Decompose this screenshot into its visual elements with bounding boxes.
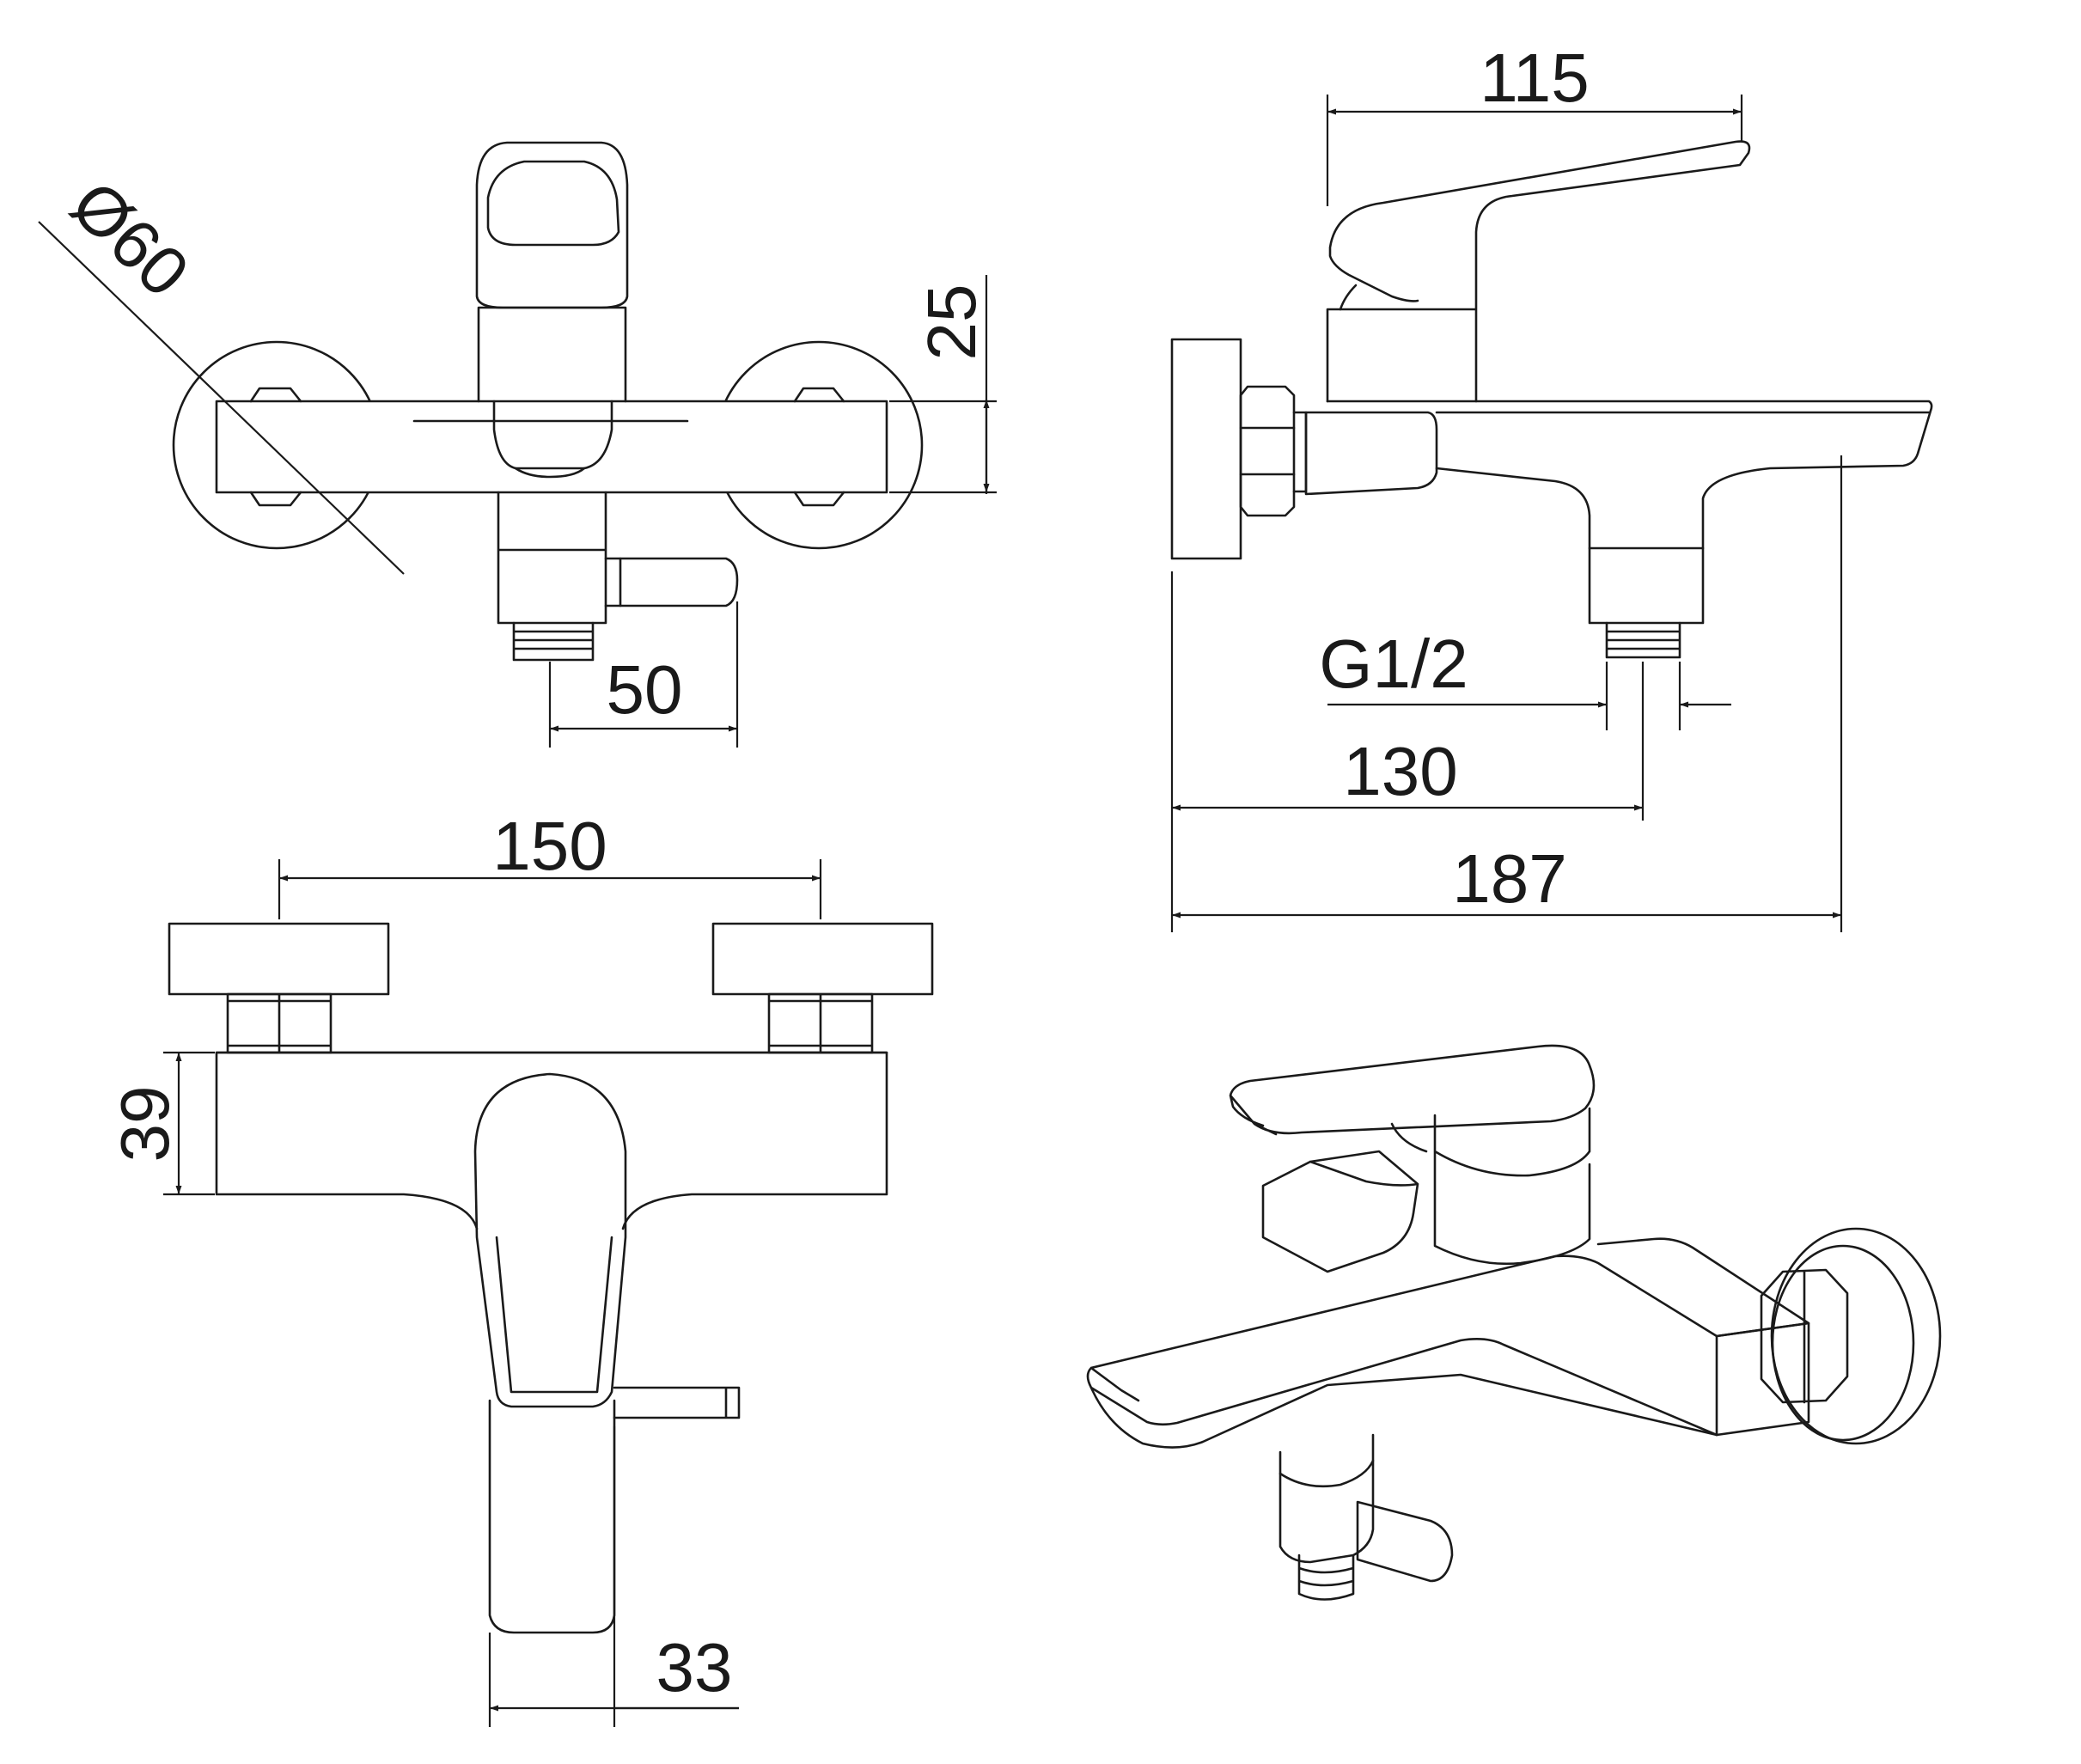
mixer-body-front: [215, 1051, 888, 1230]
dim-thread: G1/2: [1319, 626, 1468, 702]
dim-diameter: Ø60: [57, 166, 204, 311]
connector-side: [1292, 411, 1308, 493]
right-flange-front: [711, 922, 934, 996]
spout-iso: [1086, 1237, 1810, 1437]
dim-body-height: 39: [107, 1086, 183, 1163]
cartridge-housing-top: [477, 306, 627, 403]
outlet-iso: [1279, 1433, 1375, 1564]
dim-lever-length: 115: [1480, 40, 1590, 116]
outlet-body-side: [1588, 546, 1705, 625]
dim-lever-width: 33: [656, 1629, 733, 1706]
right-nut-top: [793, 387, 845, 507]
diverter-stem-top: [497, 491, 607, 625]
hex-nut-side: [1239, 385, 1296, 517]
thread-top: [512, 621, 595, 662]
left-nut-front: [226, 992, 333, 1054]
thread-iso: [1297, 1553, 1355, 1601]
lever-iso: [1229, 1044, 1596, 1136]
diverter-knob-front: [613, 1386, 741, 1419]
wall-flange-iso: [1770, 1227, 1942, 1445]
diverter-knob-top: [604, 557, 739, 607]
dim-body-depth: 25: [913, 284, 990, 361]
lever-side: [1326, 140, 1751, 403]
diverter-box-iso: [1261, 1150, 1419, 1273]
dim-outlet-projection: 130: [1343, 733, 1457, 809]
side-view: 115 G1/2 130 187: [1170, 40, 1933, 932]
lever-handle-top: [475, 141, 629, 309]
right-nut-front: [767, 992, 874, 1054]
hex-nut-iso: [1760, 1268, 1849, 1404]
left-nut-top: [249, 387, 302, 507]
mixer-body-top: [215, 400, 888, 494]
dim-outlet-offset: 50: [607, 651, 683, 728]
lever-front: [473, 1072, 627, 1408]
dim-total-projection: 187: [1452, 840, 1566, 917]
isometric-view: [1086, 1044, 1942, 1601]
top-view: Ø60 25 50: [38, 141, 997, 748]
front-view: 150 39 33: [107, 808, 934, 1727]
dim-center-distance: 150: [492, 808, 607, 884]
diverter-body-side: [1304, 411, 1438, 496]
thread-side: [1605, 621, 1681, 659]
wall-flange-side: [1170, 338, 1242, 560]
left-flange-front: [168, 922, 390, 996]
spout-side: [1326, 400, 1933, 550]
diverter-knob-iso: [1356, 1500, 1454, 1583]
